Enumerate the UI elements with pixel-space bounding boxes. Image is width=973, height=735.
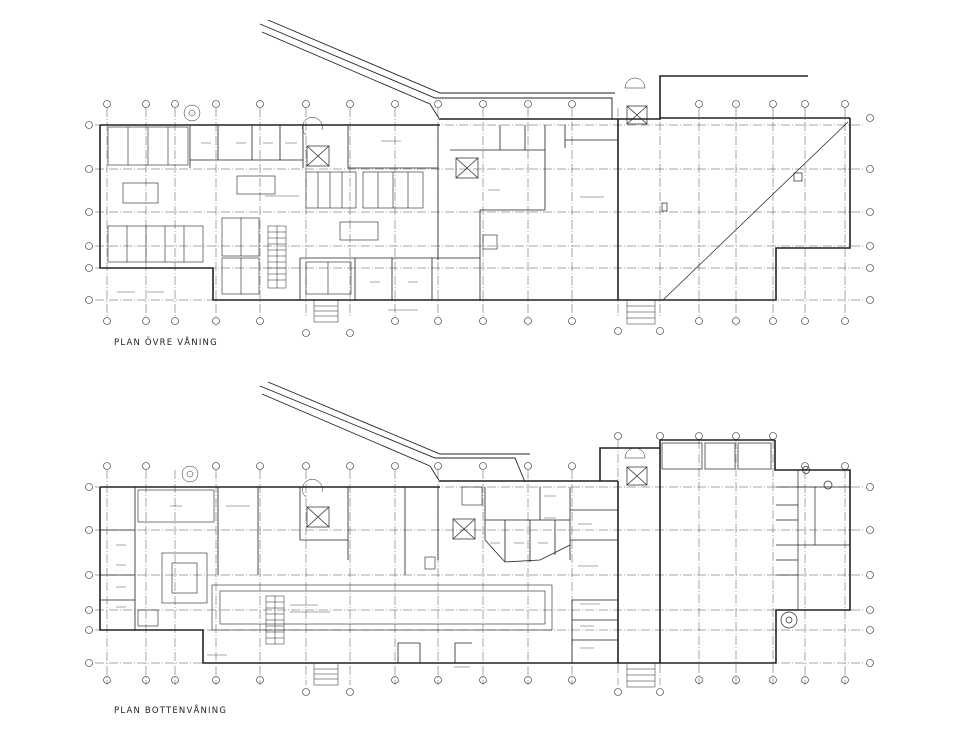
lower-grid-lines (95, 440, 865, 685)
upper-skybridge (259, 19, 615, 121)
lower-skybridge (259, 381, 530, 483)
upper-east-hall (661, 121, 849, 301)
lower-room-label-marks (116, 495, 600, 668)
lower-grid-bubbles (85, 432, 874, 696)
upper-stairs (183, 77, 656, 325)
lower-furniture (137, 486, 553, 631)
upper-furniture (107, 126, 498, 295)
lower-stairs (181, 447, 656, 688)
lower-east-wing (661, 442, 850, 629)
lower-floor-plan (85, 381, 874, 696)
upper-plan-caption: PLAN ÖVRE VÅNING (114, 338, 218, 348)
lower-interior-walls (100, 487, 618, 663)
upper-floor-plan (85, 19, 874, 337)
upper-interior-walls (189, 125, 618, 300)
lower-plan-caption: PLAN BOTTENVÅNING (114, 706, 228, 716)
upper-exterior-walls (99, 75, 851, 301)
upper-room-label-marks (117, 140, 604, 311)
lower-lifts (306, 466, 648, 540)
upper-grid-bubbles (85, 100, 874, 337)
upper-lifts (306, 105, 648, 179)
lower-exterior-walls (99, 439, 851, 664)
